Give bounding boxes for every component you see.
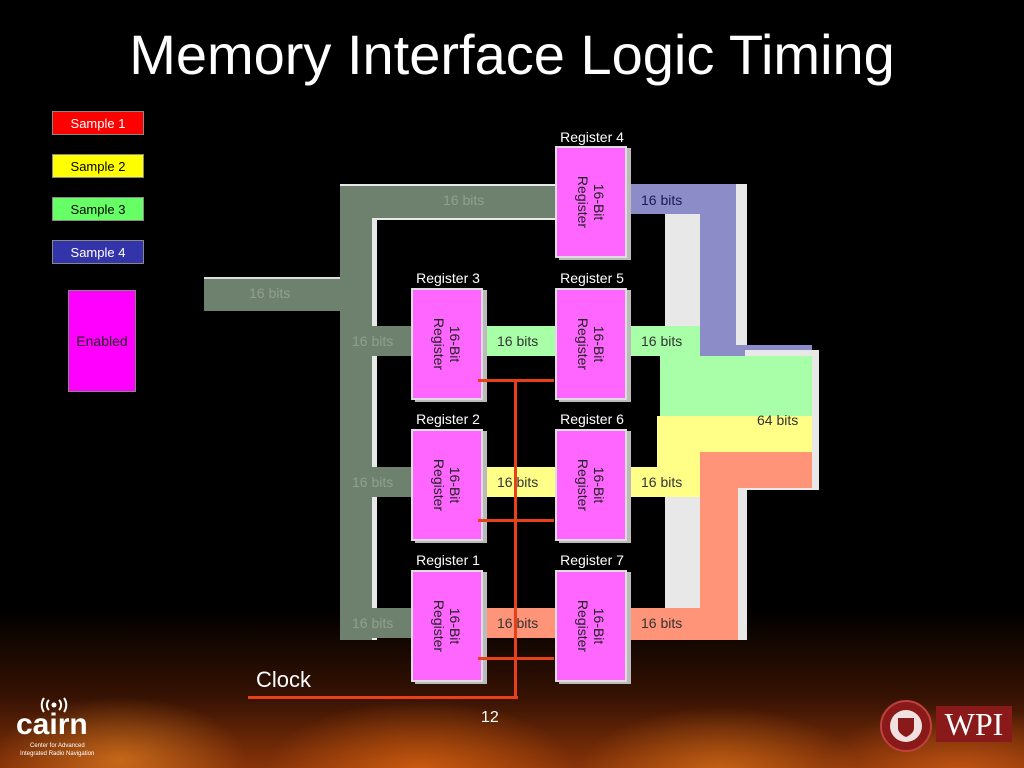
input-bus-vertical-edge	[372, 220, 377, 640]
wpi-logo: WPI	[880, 700, 1016, 754]
bits-input-r2: 16 bits	[352, 474, 394, 490]
bits-r1-r7: 16 bits	[497, 615, 539, 631]
bits-input-top: 16 bits	[443, 192, 485, 208]
register-3-box	[411, 288, 483, 400]
signal-icon	[40, 697, 68, 713]
register-2-label: Register 2	[416, 411, 480, 427]
clock-line-r2	[478, 519, 554, 522]
register-5-label: Register 5	[560, 270, 624, 286]
legend-sample-3: Sample 3	[52, 197, 144, 221]
bits-input-entry: 16 bits	[249, 285, 291, 301]
bits-r7-out: 16 bits	[641, 615, 683, 631]
input-bus-branch-1	[340, 608, 412, 638]
register-4-label: Register 4	[560, 129, 624, 145]
input-bus-branch-2	[340, 467, 412, 497]
bits-input-r3: 16 bits	[352, 333, 394, 349]
cairn-logo: cairn Center for Advanced Integrated Rad…	[16, 696, 126, 760]
output-path-yellow-vertical	[657, 452, 700, 497]
enabled-legend-box	[68, 290, 136, 392]
bits-r6-out: 16 bits	[641, 474, 683, 490]
bits-r5-out: 16 bits	[641, 333, 683, 349]
output-path-green-main	[660, 356, 812, 416]
input-bus-branch-3	[340, 326, 412, 356]
cairn-wordmark: cairn	[16, 708, 88, 741]
register-7-label: Register 7	[560, 552, 624, 568]
register-3-label: Register 3	[416, 270, 480, 286]
input-bus-entry	[204, 277, 340, 311]
link-r2-r6	[484, 467, 556, 497]
register-1-label: Register 1	[416, 552, 480, 568]
slide-title: Memory Interface Logic Timing	[129, 23, 895, 86]
register-6-label: Register 6	[560, 411, 624, 427]
output-path-green-top	[660, 326, 700, 356]
bits-r3-r5: 16 bits	[497, 333, 539, 349]
bits-input-r1: 16 bits	[352, 615, 394, 631]
wpi-wordmark: WPI	[936, 706, 1012, 742]
link-r1-r7	[484, 608, 556, 638]
legend-sample-4: Sample 4	[52, 240, 144, 264]
link-r3-r5	[484, 326, 556, 356]
register-5-box	[555, 288, 627, 400]
register-6-box	[555, 429, 627, 541]
bits-r2-r6: 16 bits	[497, 474, 539, 490]
wpi-seal-icon	[880, 700, 932, 752]
output-path-yellow	[657, 416, 812, 452]
legend-sample-1: Sample 1	[52, 111, 144, 135]
clock-line-r1	[478, 657, 554, 660]
bits-r4-out: 16 bits	[641, 192, 683, 208]
clock-line-bottom	[248, 696, 518, 699]
bits-64-output: 64 bits	[757, 412, 799, 428]
register-7-box	[555, 570, 627, 682]
register-4-box	[555, 146, 627, 258]
cairn-subtitle-2: Integrated Radio Navigation	[20, 751, 95, 757]
register-1-box	[411, 570, 483, 682]
page-number: 12	[481, 709, 499, 726]
output-path-salmon-bottom	[624, 608, 738, 640]
legend-sample-2: Sample 2	[52, 154, 144, 178]
clock-line-vertical	[514, 380, 517, 699]
enabled-label: Enabled	[76, 333, 128, 349]
input-bus-vertical	[340, 186, 372, 640]
input-bus-top	[340, 186, 560, 218]
clock-line-r3	[478, 379, 554, 382]
register-2-box	[411, 429, 483, 541]
cairn-subtitle-1: Center for Advanced	[30, 743, 85, 749]
clock-label: Clock	[256, 667, 312, 692]
